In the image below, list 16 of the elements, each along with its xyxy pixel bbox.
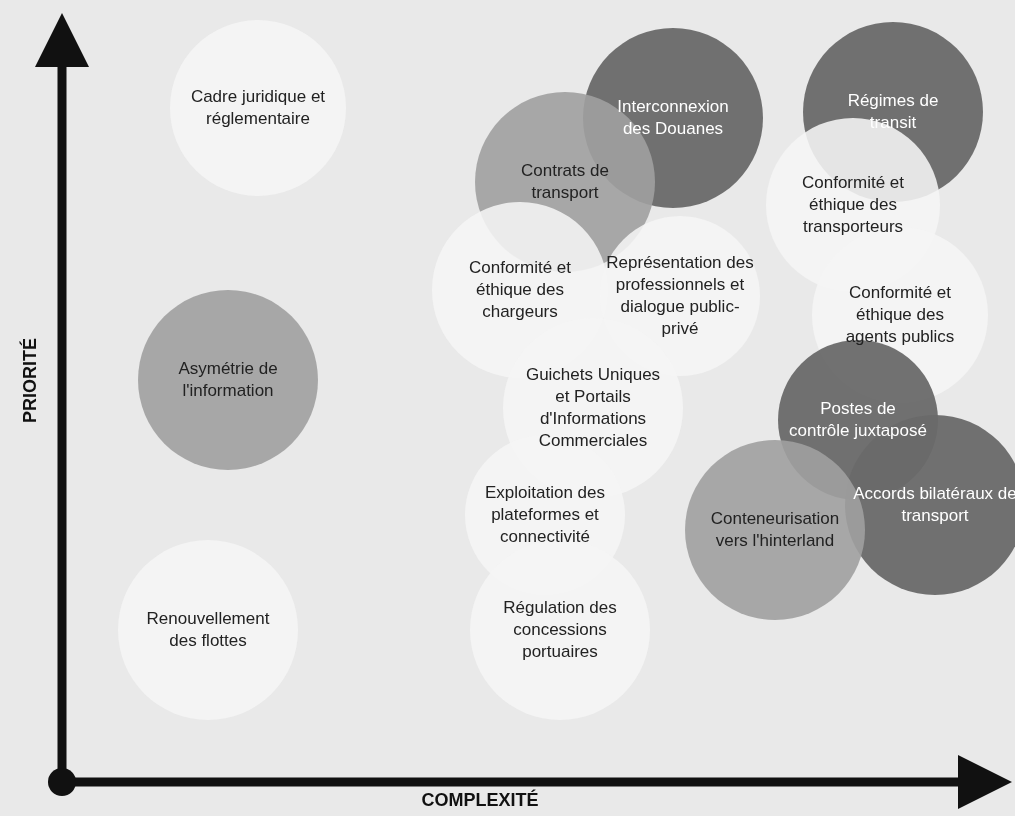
bubble-label: Conformité et éthique des agents publics (844, 281, 956, 349)
axis-label: COMPLEXITÉ (421, 790, 539, 811)
bubble-label: Guichets Uniques et Portails d'Informations Commerciales (524, 363, 662, 453)
bubble-label: Asymétrie de l'information (177, 357, 279, 402)
bubble-label: Postes de contrôle juxtaposé (788, 397, 928, 442)
bubble-label: Exploitation des plateformes et connectivité (484, 481, 606, 549)
bubble-label: Conformité et éthique des chargeurs (467, 256, 572, 324)
bubble-label: Conformité et éthique des transporteurs (800, 171, 905, 239)
bubble-label: Représentation des professionnels et dialogue public-privé (605, 251, 755, 341)
bubble-label: Renouvellement des flottes (145, 607, 271, 652)
bubble-label: Contrats de transport (520, 159, 610, 204)
bubble-label: Cadre juridique et réglementaire (189, 85, 327, 130)
bubble-label: Interconnexion des Douanes (616, 95, 730, 140)
bubble-label: Régulation des concessions portuaires (502, 596, 618, 664)
axis-label: PRIORITÉ (19, 337, 41, 423)
bubble-label: Conteneurisation vers l'hinterland (709, 507, 841, 552)
